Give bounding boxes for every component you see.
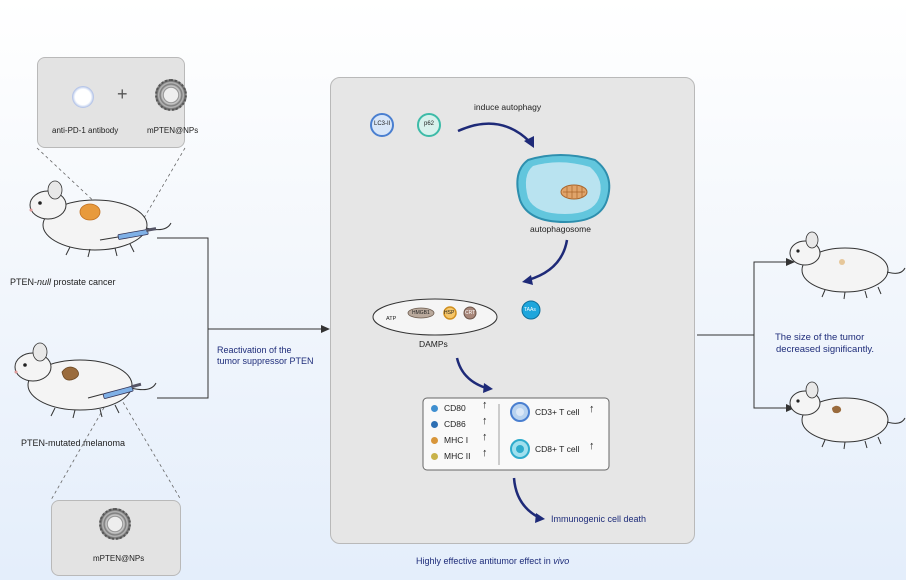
cd86-up-arrow: ↑ [482, 415, 488, 427]
autophagosome-label: autophagosome [530, 224, 591, 234]
cd8-tcell-label: CD8+ T cell [535, 444, 580, 454]
mouse-result-bottom [789, 381, 906, 450]
taas-label: TAAs [524, 307, 536, 313]
melanoma-model-label: PTEN-mutated melanoma [21, 438, 126, 448]
marker-cd86: CD86 [431, 419, 466, 429]
induce-autophagy-label: induce autophagy [474, 102, 542, 112]
result-line2: decreased significantly. [776, 344, 875, 355]
damp-crt-label: CRT [465, 310, 476, 316]
damp-hmgb1-label: HMGB1 [412, 310, 430, 316]
reactivation-line1: Reactivation of the [217, 345, 292, 355]
cd3-up-arrow: ↑ [589, 403, 595, 415]
autophagosome-cell [516, 154, 611, 224]
cd3-tcell-label: CD3+ T cell [535, 407, 580, 417]
reactivation-line2: tumor suppressor PTEN [217, 356, 314, 366]
nanoparticle-icon [155, 79, 187, 111]
mhc1-dot [431, 437, 438, 445]
cd8-up-arrow: ↑ [589, 440, 595, 452]
syringe-top [99, 227, 157, 241]
lc3-label: LC3-II [374, 121, 391, 127]
prostate-model-label: PTEN-null prostate cancer [10, 277, 116, 287]
mhc2-dot [431, 453, 438, 461]
cd80-dot [431, 405, 438, 413]
result-line1: The size of the tumor [775, 332, 865, 343]
damps-label: DAMPs [419, 339, 448, 349]
top-nanoparticle-label: mPTEN@NPs [147, 126, 199, 135]
p62-label: p62 [424, 121, 435, 127]
mhc1-up-arrow: ↑ [482, 431, 488, 443]
antibody-icon [72, 86, 94, 108]
syringe-bottom [87, 382, 142, 399]
cd86-dot [431, 421, 438, 429]
bottom-nanoparticle-label: mPTEN@NPs [93, 554, 145, 563]
icd-label: Immunogenic cell death [551, 514, 647, 524]
marker-mhc1: MHC I [431, 435, 468, 445]
mhc2-up-arrow: ↑ [482, 447, 488, 459]
cd80-up-arrow: ↑ [482, 399, 488, 411]
nanoparticle-icon-bottom [99, 508, 131, 540]
footer-label: Highly effective antitumor effect in viv… [416, 556, 570, 566]
mouse-result-top [789, 231, 906, 300]
marker-cd80: CD80 [431, 403, 466, 413]
marker-mhc2: MHC II [431, 451, 470, 461]
plus-sign: + [117, 84, 128, 104]
damp-hsp-label: HSP [444, 310, 455, 316]
antibody-label: anti-PD-1 antibody [52, 126, 119, 135]
damp-atp-label: ATP [386, 316, 397, 322]
